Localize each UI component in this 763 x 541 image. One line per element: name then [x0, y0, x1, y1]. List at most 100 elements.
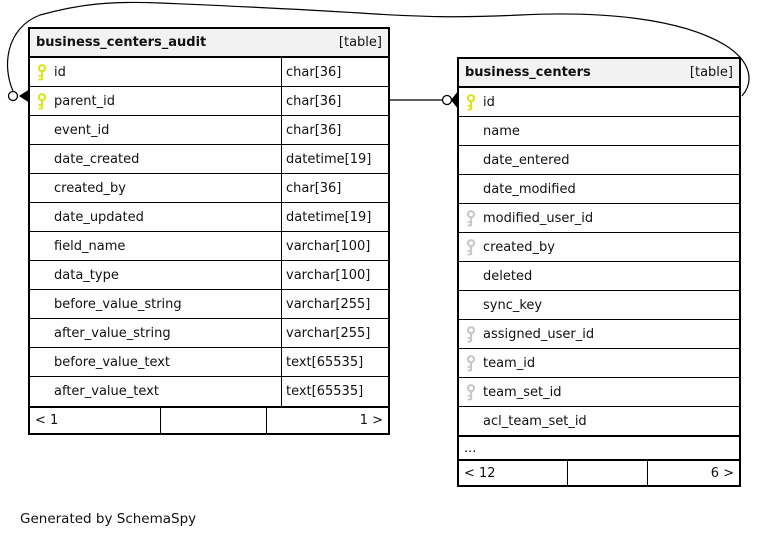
column-name: event_id: [54, 122, 110, 138]
column-name-cell: event_id: [30, 116, 281, 144]
column-row: modified_user_id: [459, 204, 739, 233]
column-name-cell: team_set_id: [459, 378, 739, 406]
column-name: after_value_text: [54, 384, 159, 399]
table-footer: < 12 6 >: [459, 459, 739, 485]
column-name: after_value_string: [54, 325, 171, 341]
index-key-icon: [464, 238, 477, 256]
column-name: date_entered: [483, 152, 570, 168]
parent-count: < 12: [464, 465, 496, 481]
column-row: date_modified: [459, 175, 739, 204]
column-name-cell: field_name: [30, 232, 281, 260]
column-name-cell: acl_team_set_id: [459, 407, 739, 436]
key-icon: [464, 123, 477, 140]
column-name: parent_id: [54, 93, 115, 109]
column-type: char[36]: [281, 174, 388, 202]
column-row: created_by: [459, 233, 739, 262]
generator-note: Generated by SchemaSpy: [20, 511, 197, 527]
key-icon: [35, 325, 48, 342]
column-list: id char[36] parent_id char[36]: [30, 58, 388, 406]
column-name-cell: date_modified: [459, 175, 739, 203]
key-icon: [35, 209, 48, 226]
column-type: varchar[100]: [281, 232, 388, 260]
column-name: field_name: [54, 238, 126, 254]
table-business-centers-audit: business_centers_audit [table] id char[3…: [28, 27, 390, 435]
table-business-centers: business_centers [table] id: [457, 57, 741, 487]
key-icon: [35, 383, 48, 400]
column-name: acl_team_set_id: [483, 414, 587, 429]
column-row: date_entered: [459, 146, 739, 175]
column-name-cell: assigned_user_id: [459, 320, 739, 348]
ellipsis-row: ...: [459, 435, 739, 459]
key-icon: [35, 267, 48, 284]
child-count: 1 >: [266, 408, 388, 433]
column-name: data_type: [54, 267, 119, 283]
column-name: id: [483, 94, 495, 110]
column-type: text[65535]: [281, 348, 388, 376]
column-name: modified_user_id: [483, 210, 594, 226]
key-icon: [35, 122, 48, 139]
column-name-cell: id: [459, 88, 739, 116]
column-type: text[65535]: [281, 377, 388, 406]
column-name-cell: team_id: [459, 349, 739, 377]
column-name: date_updated: [54, 209, 144, 225]
column-row: deleted: [459, 262, 739, 291]
column-name-cell: date_created: [30, 145, 281, 173]
child-count: 6 >: [647, 461, 739, 485]
column-row: event_id char[36]: [30, 116, 388, 145]
column-name-cell: after_value_string: [30, 319, 281, 347]
column-name-cell: after_value_text: [30, 377, 281, 406]
column-name-cell: parent_id: [30, 87, 281, 115]
column-row: after_value_text text[65535]: [30, 377, 388, 406]
column-row: date_created datetime[19]: [30, 145, 388, 174]
column-name: deleted: [483, 268, 533, 284]
column-name: sync_key: [483, 297, 543, 313]
column-name-cell: before_value_string: [30, 290, 281, 318]
column-row: assigned_user_id: [459, 320, 739, 349]
key-icon: [35, 238, 48, 255]
index-key-icon: [464, 383, 477, 401]
zero-cardinality-circle: [441, 94, 453, 106]
column-row: after_value_string varchar[255]: [30, 319, 388, 348]
column-name-cell: id: [30, 58, 281, 86]
key-icon: [35, 151, 48, 168]
key-icon: [464, 268, 477, 285]
column-name: created_by: [483, 239, 555, 255]
column-name: team_id: [483, 355, 536, 371]
key-icon: [464, 181, 477, 198]
key-icon: [35, 180, 48, 197]
primary-key-icon: [464, 93, 477, 111]
key-icon: [35, 354, 48, 371]
column-name-cell: before_value_text: [30, 348, 281, 376]
table-header: business_centers [table]: [459, 59, 739, 88]
column-type: datetime[19]: [281, 145, 388, 173]
parent-count: < 1: [35, 413, 59, 428]
table-header: business_centers_audit [table]: [30, 29, 388, 58]
index-key-icon: [464, 354, 477, 372]
table-name[interactable]: business_centers: [465, 65, 591, 80]
column-row: team_id: [459, 349, 739, 378]
column-row: acl_team_set_id: [459, 407, 739, 436]
column-name-cell: data_type: [30, 261, 281, 289]
column-type: char[36]: [281, 58, 388, 86]
table-name[interactable]: business_centers_audit: [36, 35, 207, 50]
column-row: before_value_text text[65535]: [30, 348, 388, 377]
column-type: char[36]: [281, 87, 388, 115]
table-tag: [table]: [338, 35, 382, 50]
column-name-cell: deleted: [459, 262, 739, 290]
column-row: date_updated datetime[19]: [30, 203, 388, 232]
table-tag: [table]: [689, 65, 733, 80]
table-footer: < 1 1 >: [30, 406, 388, 433]
column-row: name: [459, 117, 739, 146]
column-name-cell: sync_key: [459, 291, 739, 319]
column-row: data_type varchar[100]: [30, 261, 388, 290]
key-icon: [35, 296, 48, 313]
column-name: before_value_string: [54, 296, 182, 312]
column-row: id char[36]: [30, 58, 388, 87]
column-name: id: [54, 64, 66, 80]
column-row: sync_key: [459, 291, 739, 320]
column-type: datetime[19]: [281, 203, 388, 231]
column-type: varchar[100]: [281, 261, 388, 289]
key-icon: [464, 413, 477, 430]
column-name: name: [483, 123, 520, 139]
column-name-cell: created_by: [459, 233, 739, 261]
